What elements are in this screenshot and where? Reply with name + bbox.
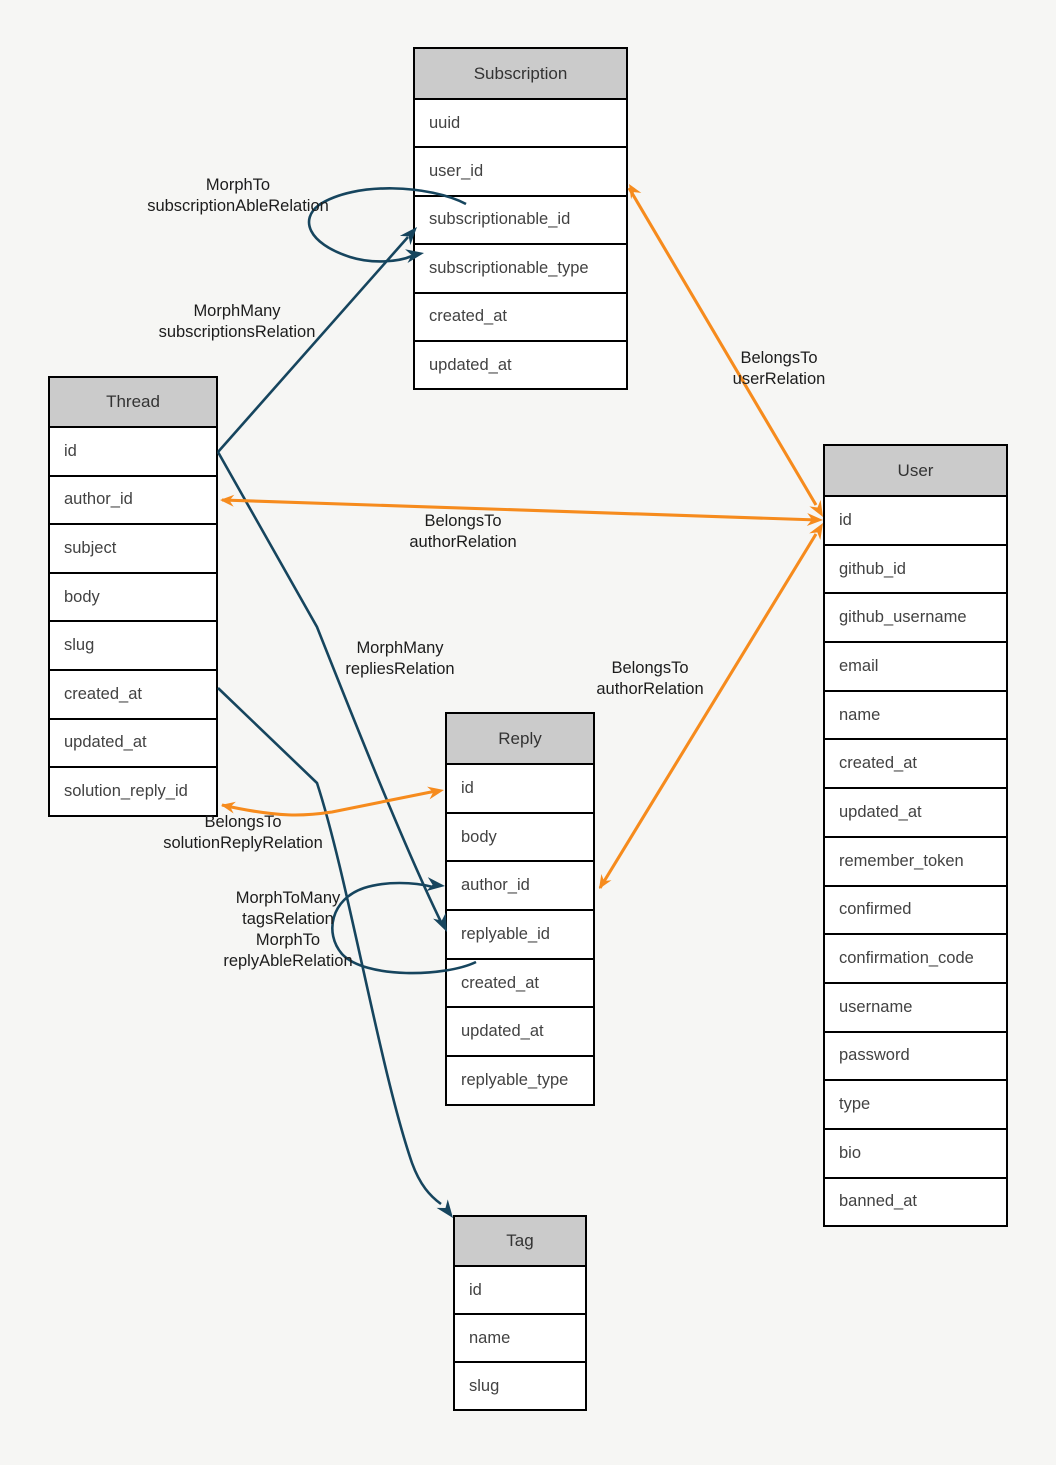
table-row-thread-solution_reply_id: solution_reply_id — [50, 766, 216, 815]
arrowhead-replyable-loop — [426, 877, 445, 892]
edge-belongsto-author-thread — [221, 498, 819, 522]
arrowtail-author-relation-thread — [220, 494, 235, 507]
arrowhead-solutionreply-relation — [427, 786, 444, 800]
edge-label-line: MorphMany — [356, 639, 444, 657]
table-row-reply-created_at: created_at — [447, 957, 593, 1007]
edge-label-belongsto-solutionreply: BelongsTo solutionReplyRelation — [163, 812, 323, 854]
table-row-user-id: id — [825, 495, 1006, 544]
table-row-reply-body: body — [447, 811, 593, 861]
edge-label-line: replyAbleRelation — [223, 952, 353, 970]
edge-label-morphmany-replies: MorphMany repliesRelation — [345, 638, 454, 680]
table-row-thread-subject: subject — [50, 523, 216, 572]
arrowhead-author-relation-thread — [806, 512, 823, 526]
table-row-user-remember_token: remember_token — [825, 835, 1006, 885]
table-row-subscription-subscriptionable_type: subscriptionable_type — [415, 243, 626, 292]
table-row-thread-body: body — [50, 571, 216, 621]
table-row-user-github_username: github_username — [825, 592, 1006, 642]
table-row-user-confirmation_code: confirmation_code — [825, 933, 1006, 982]
table-row-user-updated_at: updated_at — [825, 787, 1006, 836]
table-row-tag-id: id — [455, 1265, 585, 1313]
table-row-subscription-updated_at: updated_at — [415, 339, 626, 389]
table-row-user-name: name — [825, 689, 1006, 739]
table-row-user-banned_at: banned_at — [825, 1176, 1006, 1226]
edge-label-line: MorphToMany — [235, 889, 341, 907]
edge-label-line: repliesRelation — [345, 660, 455, 678]
entity-header-thread: Thread — [50, 378, 216, 426]
edge-label-line: userRelation — [732, 370, 826, 388]
table-row-user-username: username — [825, 981, 1006, 1031]
table-row-reply-replyable_type: replyable_type — [447, 1055, 593, 1104]
entity-header-reply: Reply — [447, 714, 593, 763]
edge-label-line: MorphTo — [255, 931, 321, 949]
edge-label-line: BelongsTo — [611, 659, 689, 677]
table-row-subscription-uuid: uuid — [415, 98, 626, 147]
edge-morphmany-subscriptions — [217, 236, 409, 453]
arrowtail-author-relation-reply — [599, 873, 612, 889]
table-row-subscription-subscriptionable_id: subscriptionable_id — [415, 194, 626, 244]
edge-label-line: subscriptionsRelation — [158, 323, 316, 341]
edge-label-line: BelongsTo — [204, 813, 282, 831]
table-row-user-bio: bio — [825, 1127, 1006, 1177]
table-row-user-type: type — [825, 1079, 1006, 1128]
edge-label-line: solutionReplyRelation — [163, 834, 323, 852]
table-row-user-github_id: github_id — [825, 543, 1006, 593]
table-row-subscription-created_at: created_at — [415, 291, 626, 340]
table-row-user-created_at: created_at — [825, 738, 1006, 788]
edge-label-line: BelongsTo — [740, 349, 818, 367]
edge-label-line: authorRelation — [409, 533, 517, 551]
table-row-reply-id: id — [447, 763, 593, 812]
table-row-thread-created_at: created_at — [50, 668, 216, 718]
table-row-user-confirmed: confirmed — [825, 884, 1006, 934]
edge-label-belongsto-author-reply: BelongsTo authorRelation — [596, 658, 703, 700]
entity-header-user: User — [825, 446, 1006, 495]
entity-header-subscription: Subscription — [415, 49, 626, 98]
edge-label-line: MorphTo — [205, 176, 271, 194]
table-row-tag-slug: slug — [455, 1361, 585, 1409]
table-row-tag-name: name — [455, 1313, 585, 1361]
table-row-thread-updated_at: updated_at — [50, 717, 216, 767]
edge-label-line: MorphMany — [193, 302, 281, 320]
table-row-user-password: password — [825, 1030, 1006, 1080]
entity-header-tag: Tag — [455, 1217, 585, 1265]
table-row-thread-author_id: author_id — [50, 474, 216, 524]
edge-belongsto-user — [627, 187, 818, 506]
edge-label-belongsto-author-thread: BelongsTo authorRelation — [409, 511, 516, 553]
table-row-thread-id: id — [50, 426, 216, 475]
table-row-reply-updated_at: updated_at — [447, 1006, 593, 1056]
table-row-user-email: email — [825, 641, 1006, 690]
table-row-subscription-user_id: user_id — [415, 146, 626, 195]
edge-belongsto-author-reply — [598, 533, 818, 889]
edge-label-line: tagsRelation — [242, 910, 334, 928]
table-row-thread-slug: slug — [50, 620, 216, 669]
edge-label-line: BelongsTo — [424, 512, 502, 530]
edge-label-morphto-subscriptionable: MorphTo subscriptionAbleRelation — [147, 175, 329, 217]
edge-label-line: authorRelation — [596, 680, 704, 698]
edge-label-morphmany-subscriptions: MorphMany subscriptionsRelation — [159, 301, 316, 343]
table-row-reply-author_id: author_id — [447, 860, 593, 910]
edge-label-line: subscriptionAbleRelation — [147, 197, 329, 215]
table-row-reply-replyable_id: replyable_id — [447, 909, 593, 958]
edge-label-belongsto-user: BelongsTo userRelation — [733, 348, 826, 390]
